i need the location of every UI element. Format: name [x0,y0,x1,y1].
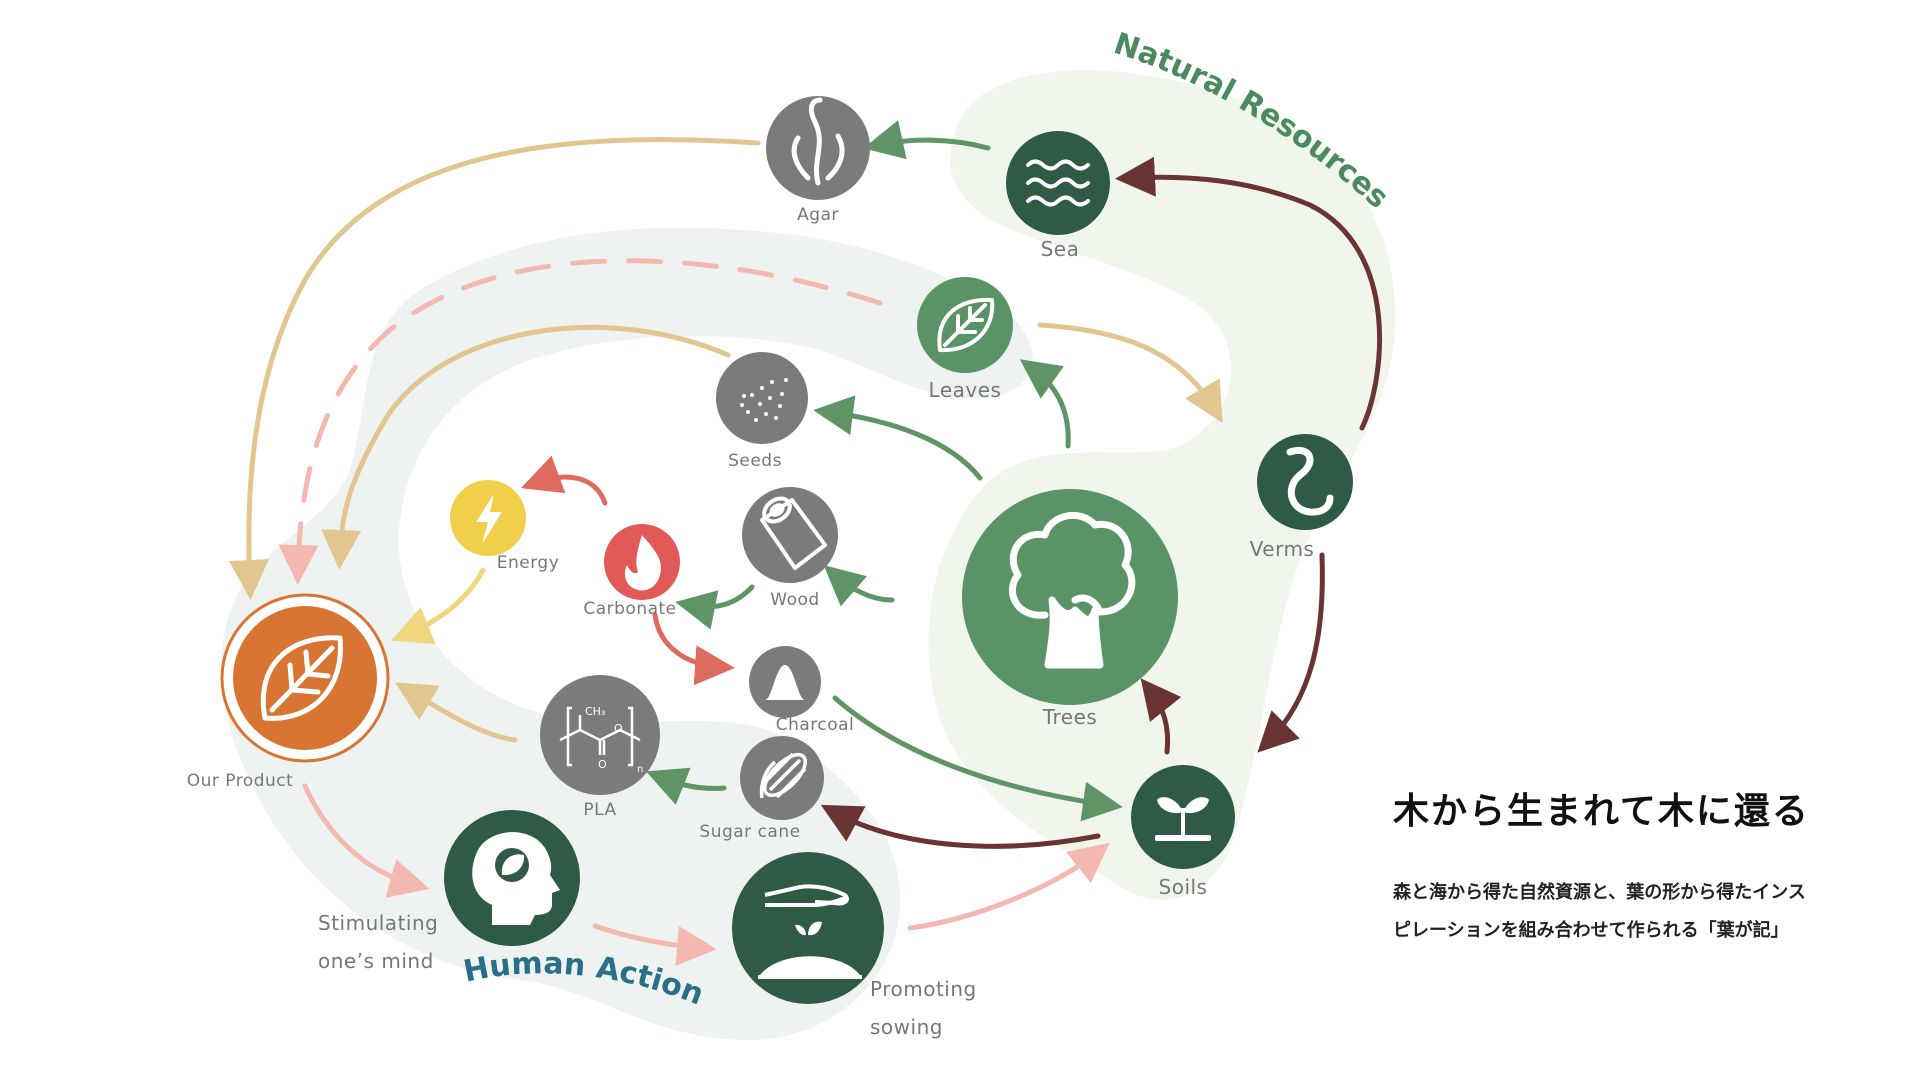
arrow-pla-to-product [395,682,518,743]
arrow-trees-to-wood [823,565,895,607]
node-charcoal: Charcoal [749,646,854,735]
waves-icon [1026,159,1090,207]
carbonate-label: Carbonate [583,599,676,619]
leaves-label: Leaves [929,378,1002,402]
node-trees: Trees [962,489,1178,729]
arrow-trees-to-seeds [813,395,983,481]
arrow-stimulating-to-promoting [592,923,717,966]
arrow-charcoal-to-soils [832,695,1123,822]
arrows [228,120,1383,966]
node-stimulating: Stimulating one’s mind [318,810,580,973]
node-leaves: Leaves [917,277,1013,402]
arrow-carbonate-to-energy [520,455,608,506]
seeds-label: Seeds [728,451,782,471]
verms-label: Verms [1250,537,1315,561]
arrow-soils-to-sugarcane [820,804,1101,849]
our-product-label: Our Product [187,771,294,791]
arrow-sugarcane-to-pla [646,767,727,805]
arrow-verms-to-sea [1115,156,1383,431]
node-carbonate: Carbonate [583,524,680,619]
mound-icon [765,665,805,700]
wood-label: Wood [770,590,819,610]
node-wood: Wood [742,487,838,610]
pla-formula-ch3: CH₃ [585,705,605,718]
arrow-soils-to-trees [1140,678,1182,755]
sprout-icon [1155,797,1211,841]
energy-label: Energy [497,553,560,573]
arrow-trees-to-leaves [1019,359,1071,449]
leaf-icon [937,297,995,353]
pla-formula-o-bottom: O [598,758,607,771]
pla-label: PLA [583,800,616,820]
node-verms: Verms [1250,434,1353,561]
node-sea: Sea [1006,131,1110,261]
arrow-verms-to-soils [1257,552,1325,753]
agar-label: Agar [797,205,839,225]
side-description: 木から生まれて木に還る 森と海から得た自然資源と、葉の形から得たインス ピレーシ… [1393,782,1913,950]
product-leaf-icon [260,635,343,721]
node-soils: Soils [1131,765,1235,899]
trees-label: Trees [1042,705,1098,729]
flame-icon [624,535,661,591]
node-agar: Agar [766,96,870,225]
worm-icon [1286,446,1334,516]
node-pla: CH₃ O O n PLA [540,675,660,820]
arrow-leaves-to-product-dashed [278,258,883,585]
node-seeds: Seeds [716,352,808,471]
sugar-cane-label: Sugar cane [699,822,800,842]
side-body-line1: 森と海から得た自然資源と、葉の形から得たインス [1393,882,1806,903]
seaweed-icon [791,97,845,186]
arrow-product-to-stimulating [302,783,430,898]
arrow-carbonate-to-charcoal [652,612,735,686]
promoting-label-line2: sowing [870,1015,943,1039]
hand-sowing-icon [758,884,862,979]
stimulating-label-line1: Stimulating [318,911,438,935]
log-icon [760,496,827,570]
promoting-label-line1: Promoting [870,977,977,1001]
arrow-seeds-to-product [321,324,731,570]
pla-molecule-icon [559,706,641,767]
charcoal-label: Charcoal [776,715,855,735]
soils-label: Soils [1159,875,1208,899]
arrow-wood-to-carbonate [675,584,755,630]
arrow-sea-to-agar [863,120,991,160]
corn-icon [759,752,807,799]
arrow-promoting-to-soils [907,842,1110,931]
node-energy: Energy [450,480,559,573]
arrow-leaves-to-verms [1037,322,1223,423]
node-our-product: Our Product [187,593,390,791]
pla-formula-n: n [637,764,643,775]
pla-formula-o-right: O [614,722,623,735]
arrow-agar-to-product [228,137,761,600]
stimulating-label-line2: one’s mind [318,949,434,973]
node-sugar-cane: Sugar cane [699,736,824,842]
arrow-energy-to-product [391,567,486,645]
side-body-line2: ピレーションを組み合わせて作られる「葉が記」 [1393,920,1789,941]
side-heading: 木から生まれて木に還る [1393,791,1810,832]
node-promoting: Promoting sowing [732,852,977,1039]
lightning-icon [476,494,502,544]
sea-label: Sea [1041,237,1080,261]
head-leaf-icon [472,832,560,925]
seeds-icon [740,378,788,422]
tree-icon [1009,512,1136,669]
